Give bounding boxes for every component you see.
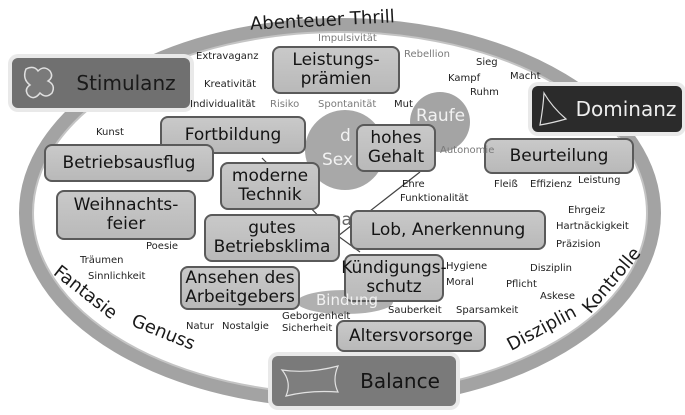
value-word: Sinnlichkeit: [88, 271, 146, 282]
value-word: Nostalgie: [222, 321, 269, 332]
value-word: Geborgenheit: [282, 311, 351, 322]
box-weihnachtsfeier: Weihnachts-feier: [56, 190, 196, 240]
box-line: Arbeitgebers: [185, 287, 295, 307]
box-line: prämien: [300, 69, 372, 89]
value-word: Sparsamkeit: [456, 305, 519, 316]
value-word: Individualität: [190, 99, 256, 110]
category-stimulanz: Stimulanz: [12, 58, 190, 108]
value-word: Sicherheit: [282, 323, 333, 334]
category-stimulanz-label: Stimulanz: [76, 71, 176, 95]
value-word: Funktionalität: [400, 193, 469, 204]
box-line: Leistungs-: [292, 50, 380, 71]
box-line: gutes: [248, 218, 296, 239]
value-word: Macht: [510, 71, 541, 82]
value-word: Moral: [446, 277, 474, 288]
value-word: Disziplin: [530, 263, 572, 274]
value-word: Kampf: [448, 73, 481, 84]
value-word: Mut: [394, 99, 413, 110]
box-line: Technik: [238, 185, 302, 205]
value-word: Risiko: [270, 99, 300, 110]
box-lob-anerkennung: Lob, Anerkennung: [350, 210, 546, 250]
box-altersvorsorge: Altersvorsorge: [336, 320, 486, 352]
center-word-d: d: [340, 126, 351, 146]
value-word: Kunst: [96, 127, 124, 138]
value-word: Ehrgeiz: [568, 205, 606, 216]
box-line: Ansehen des: [185, 268, 295, 289]
value-word: Leistung: [578, 175, 621, 186]
box-line: hohes: [370, 128, 422, 149]
value-word: Hygiene: [446, 261, 488, 272]
box-line: Weihnachts-: [73, 195, 179, 216]
value-word: Askese: [540, 291, 575, 302]
value-word: Extravaganz: [196, 51, 259, 62]
value-word: Ehre: [402, 179, 425, 190]
box-betriebsausflug: Betriebsausflug: [44, 144, 214, 182]
category-dominanz: Dominanz: [532, 86, 682, 132]
box-beurteilung: Beurteilung: [484, 138, 634, 174]
category-balance: Balance: [272, 356, 456, 406]
value-word: Fleiß: [494, 179, 518, 190]
value-word: Impulsivität: [318, 33, 377, 44]
box-line: Beurteilung: [509, 145, 609, 166]
value-word: Poesie: [146, 241, 179, 252]
box-line: schutz: [366, 277, 422, 297]
box-line: Gehalt: [367, 147, 425, 167]
value-word: Präzision: [556, 239, 601, 250]
box-line: Betriebsausflug: [62, 152, 196, 173]
box-line: Lob, Anerkennung: [370, 219, 526, 240]
value-word: Autonomie: [440, 145, 495, 156]
box-line: Fortbildung: [184, 124, 282, 145]
puzzle-piece-icon: [23, 66, 55, 99]
value-word: Pflicht: [506, 279, 537, 290]
triangle-icon: [539, 90, 568, 126]
center-word-bindung: Bindung: [316, 291, 379, 309]
value-word: Natur: [186, 321, 214, 332]
value-word: Sauberkeit: [388, 305, 442, 316]
value-word: Effizienz: [530, 179, 572, 190]
flag-icon: [280, 365, 340, 397]
value-word: Kreativität: [204, 79, 257, 90]
value-word: Ruhm: [470, 87, 499, 98]
box-line: moderne: [231, 166, 309, 187]
box-leistungspraemien: Leistungs-prämien: [272, 46, 400, 94]
box-line: Altersvorsorge: [349, 325, 473, 346]
value-word: Hartnäckigkeit: [556, 221, 629, 232]
box-line: feier: [106, 214, 146, 234]
box-line: Kündigungs-: [341, 258, 447, 279]
value-word: Rebellion: [404, 49, 450, 60]
value-word: Sieg: [476, 57, 498, 68]
box-line: Betriebsklima: [213, 237, 331, 257]
center-word-sex: Sex: [322, 150, 354, 170]
value-word: Träumen: [80, 255, 124, 266]
category-balance-label: Balance: [360, 369, 440, 393]
category-dominanz-label: Dominanz: [575, 97, 677, 121]
value-word: Spontanität: [318, 99, 377, 110]
box-kuendigungsschutz: Kündigungs-schutz: [341, 254, 447, 302]
center-word-raufe: Raufe: [416, 106, 466, 126]
